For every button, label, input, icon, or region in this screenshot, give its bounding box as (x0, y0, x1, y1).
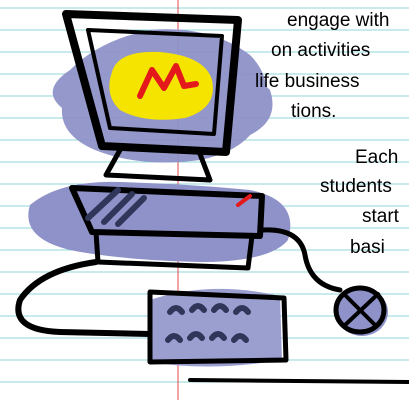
text-line-1: engage with (287, 10, 390, 31)
text-line-6: students (320, 176, 392, 197)
text-line-7: start (362, 206, 399, 227)
text-line-3: life business (255, 71, 360, 92)
text-line-4: tions. (291, 101, 337, 122)
text-line-5: Each (355, 147, 399, 168)
text-line-8: basi (350, 237, 385, 258)
text-line-2: on activities (271, 40, 371, 61)
